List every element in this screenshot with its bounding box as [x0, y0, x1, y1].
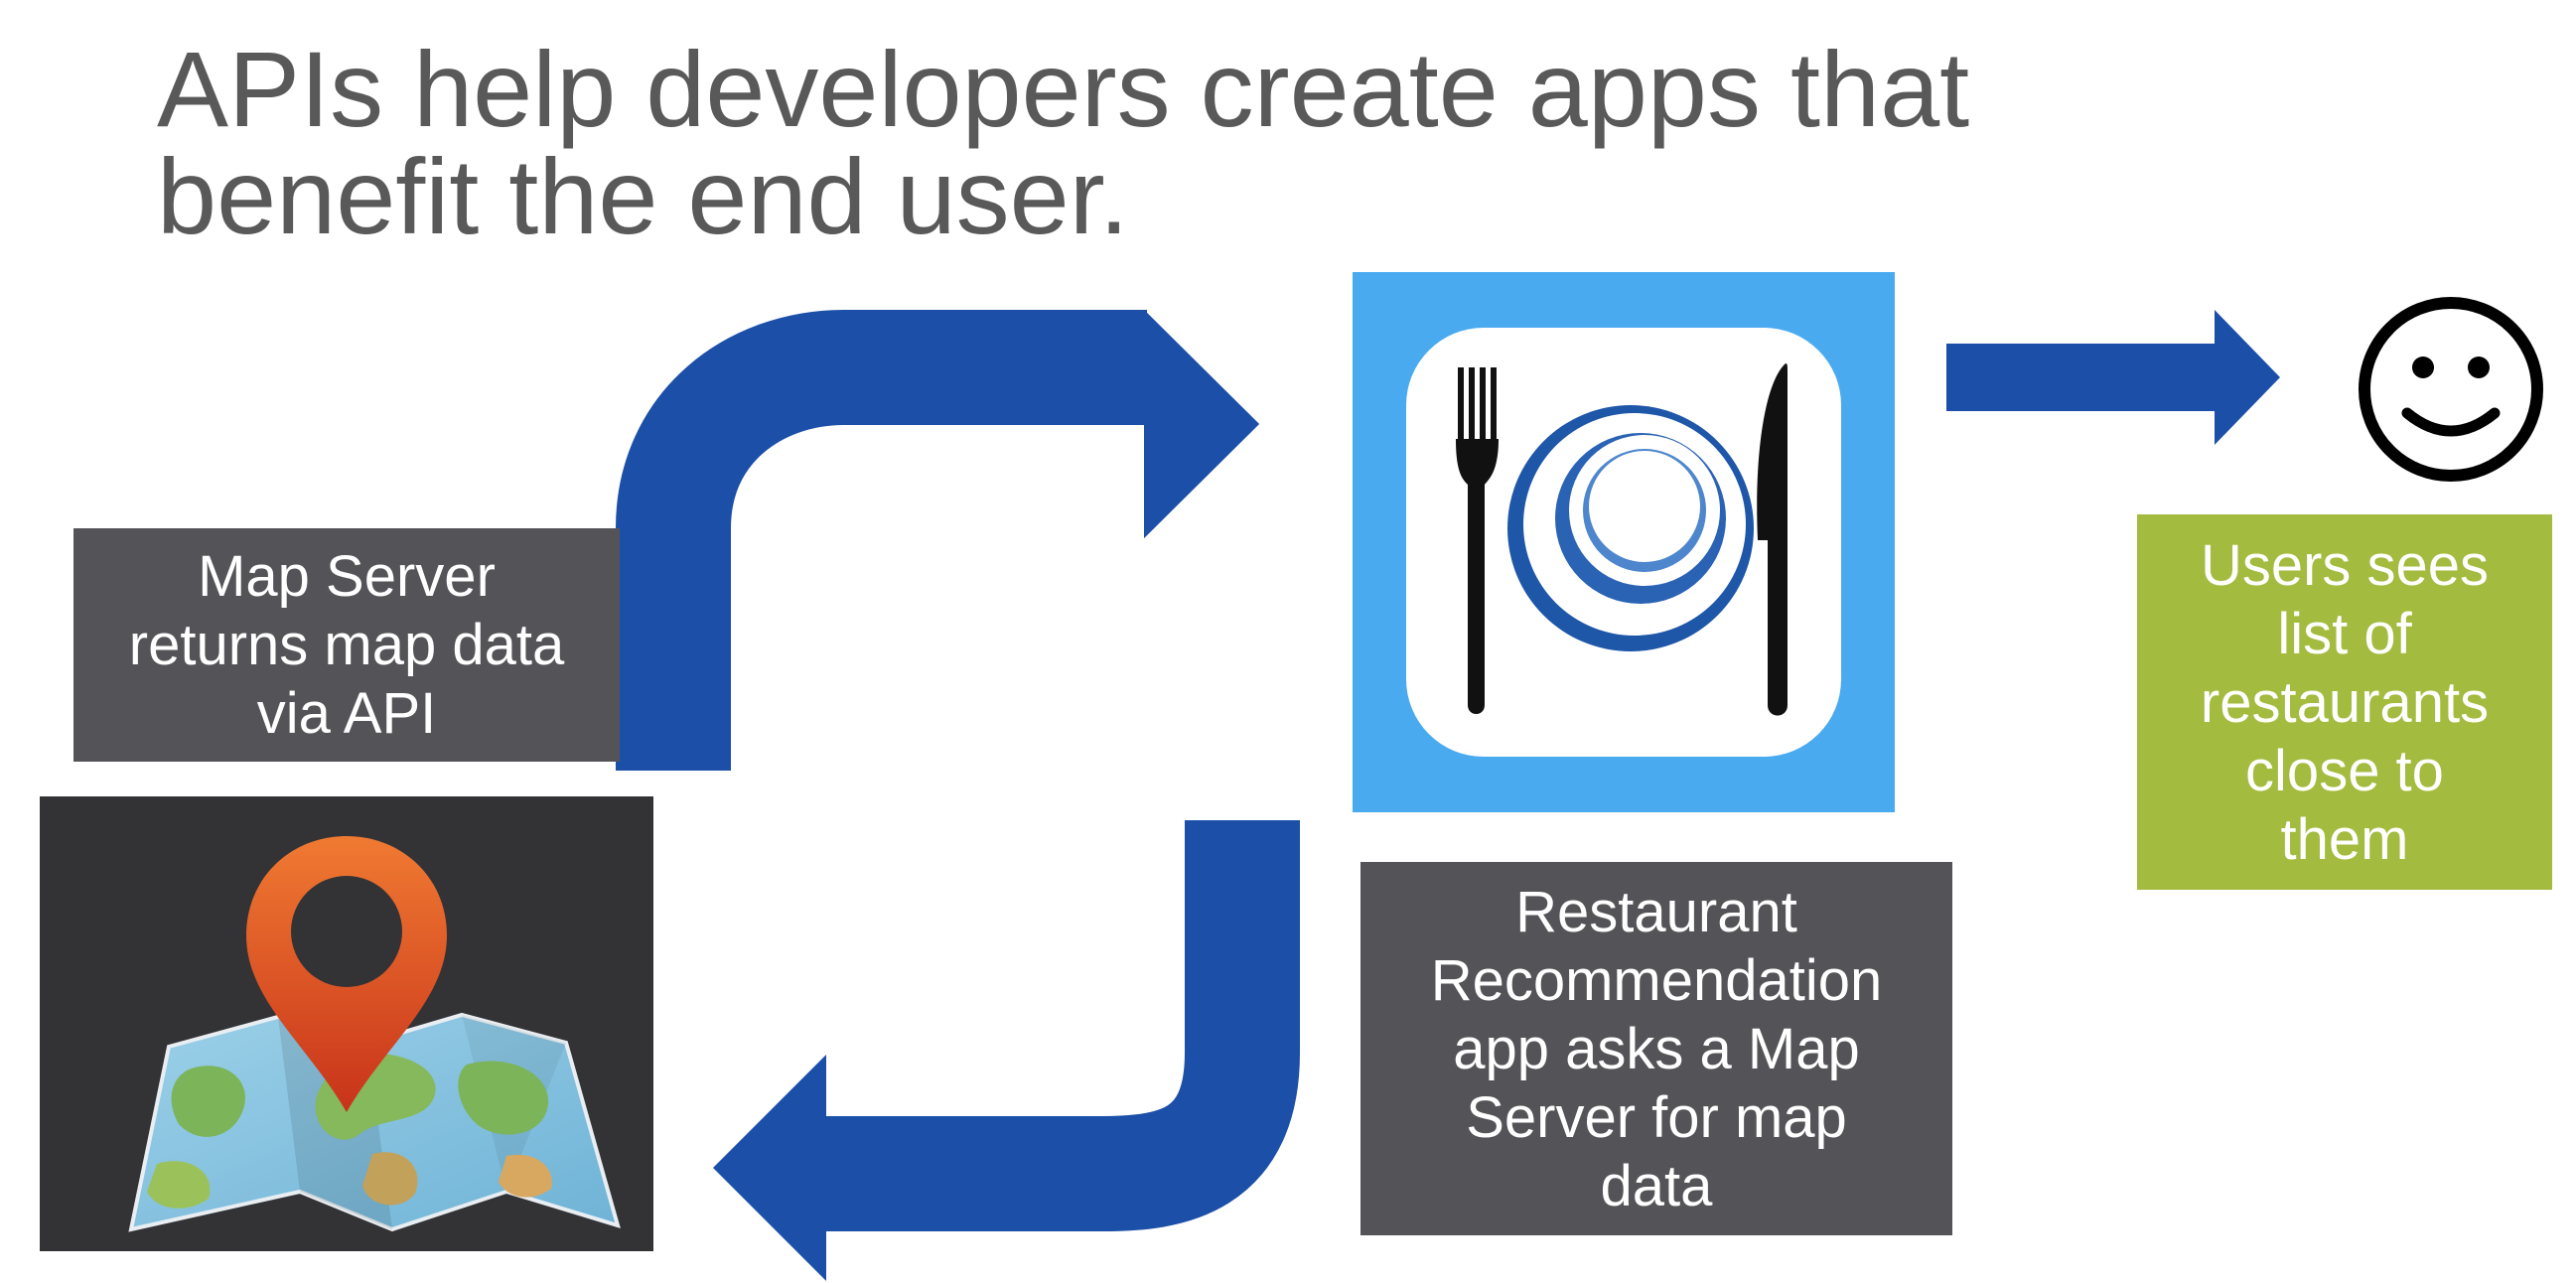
users-label-line: Users sees — [2200, 532, 2490, 598]
arrow-down-head — [713, 1055, 826, 1281]
map-server-tile — [40, 796, 653, 1251]
arrow-up-to-app — [616, 310, 1147, 771]
map-pin-icon — [128, 836, 621, 1232]
restaurant-app-tile — [1353, 272, 1895, 812]
smiley-face-icon — [2359, 297, 2543, 482]
restaurant-label-line: Recommendation — [1430, 947, 1883, 1013]
map-server-label: Map Server returns map data via API — [73, 528, 620, 762]
users-label-line: close to — [2245, 738, 2444, 803]
users-label-line: restaurants — [2200, 669, 2490, 735]
map-server-label-line: Map Server — [198, 544, 496, 609]
arrow-right-shaft — [1946, 344, 2220, 411]
restaurant-label-line: app asks a Map — [1453, 1016, 1860, 1081]
title-line-1: APIs help developers create apps that — [157, 29, 1970, 149]
restaurant-label-line: Restaurant — [1515, 879, 1797, 944]
restaurant-label-line: Server for map — [1466, 1084, 1847, 1150]
arrow-right-head — [2215, 310, 2280, 445]
slide-title: APIs help developers create apps that be… — [157, 36, 2441, 250]
map-server-label-line: returns map data — [128, 613, 565, 677]
arrow-down-to-map — [822, 820, 1300, 1231]
users-label-line: them — [2280, 806, 2409, 872]
restaurant-label-line: data — [1600, 1153, 1713, 1218]
title-line-2: benefit the end user. — [157, 136, 1129, 256]
users-label-line: list of — [2277, 601, 2412, 666]
users-label: Users sees list of restaurants close to … — [2137, 514, 2552, 890]
restaurant-app-icon — [1406, 328, 1841, 757]
restaurant-app-label: Restaurant Recommendation app asks a Map… — [1360, 862, 1952, 1235]
map-server-label-line: via API — [256, 681, 437, 746]
